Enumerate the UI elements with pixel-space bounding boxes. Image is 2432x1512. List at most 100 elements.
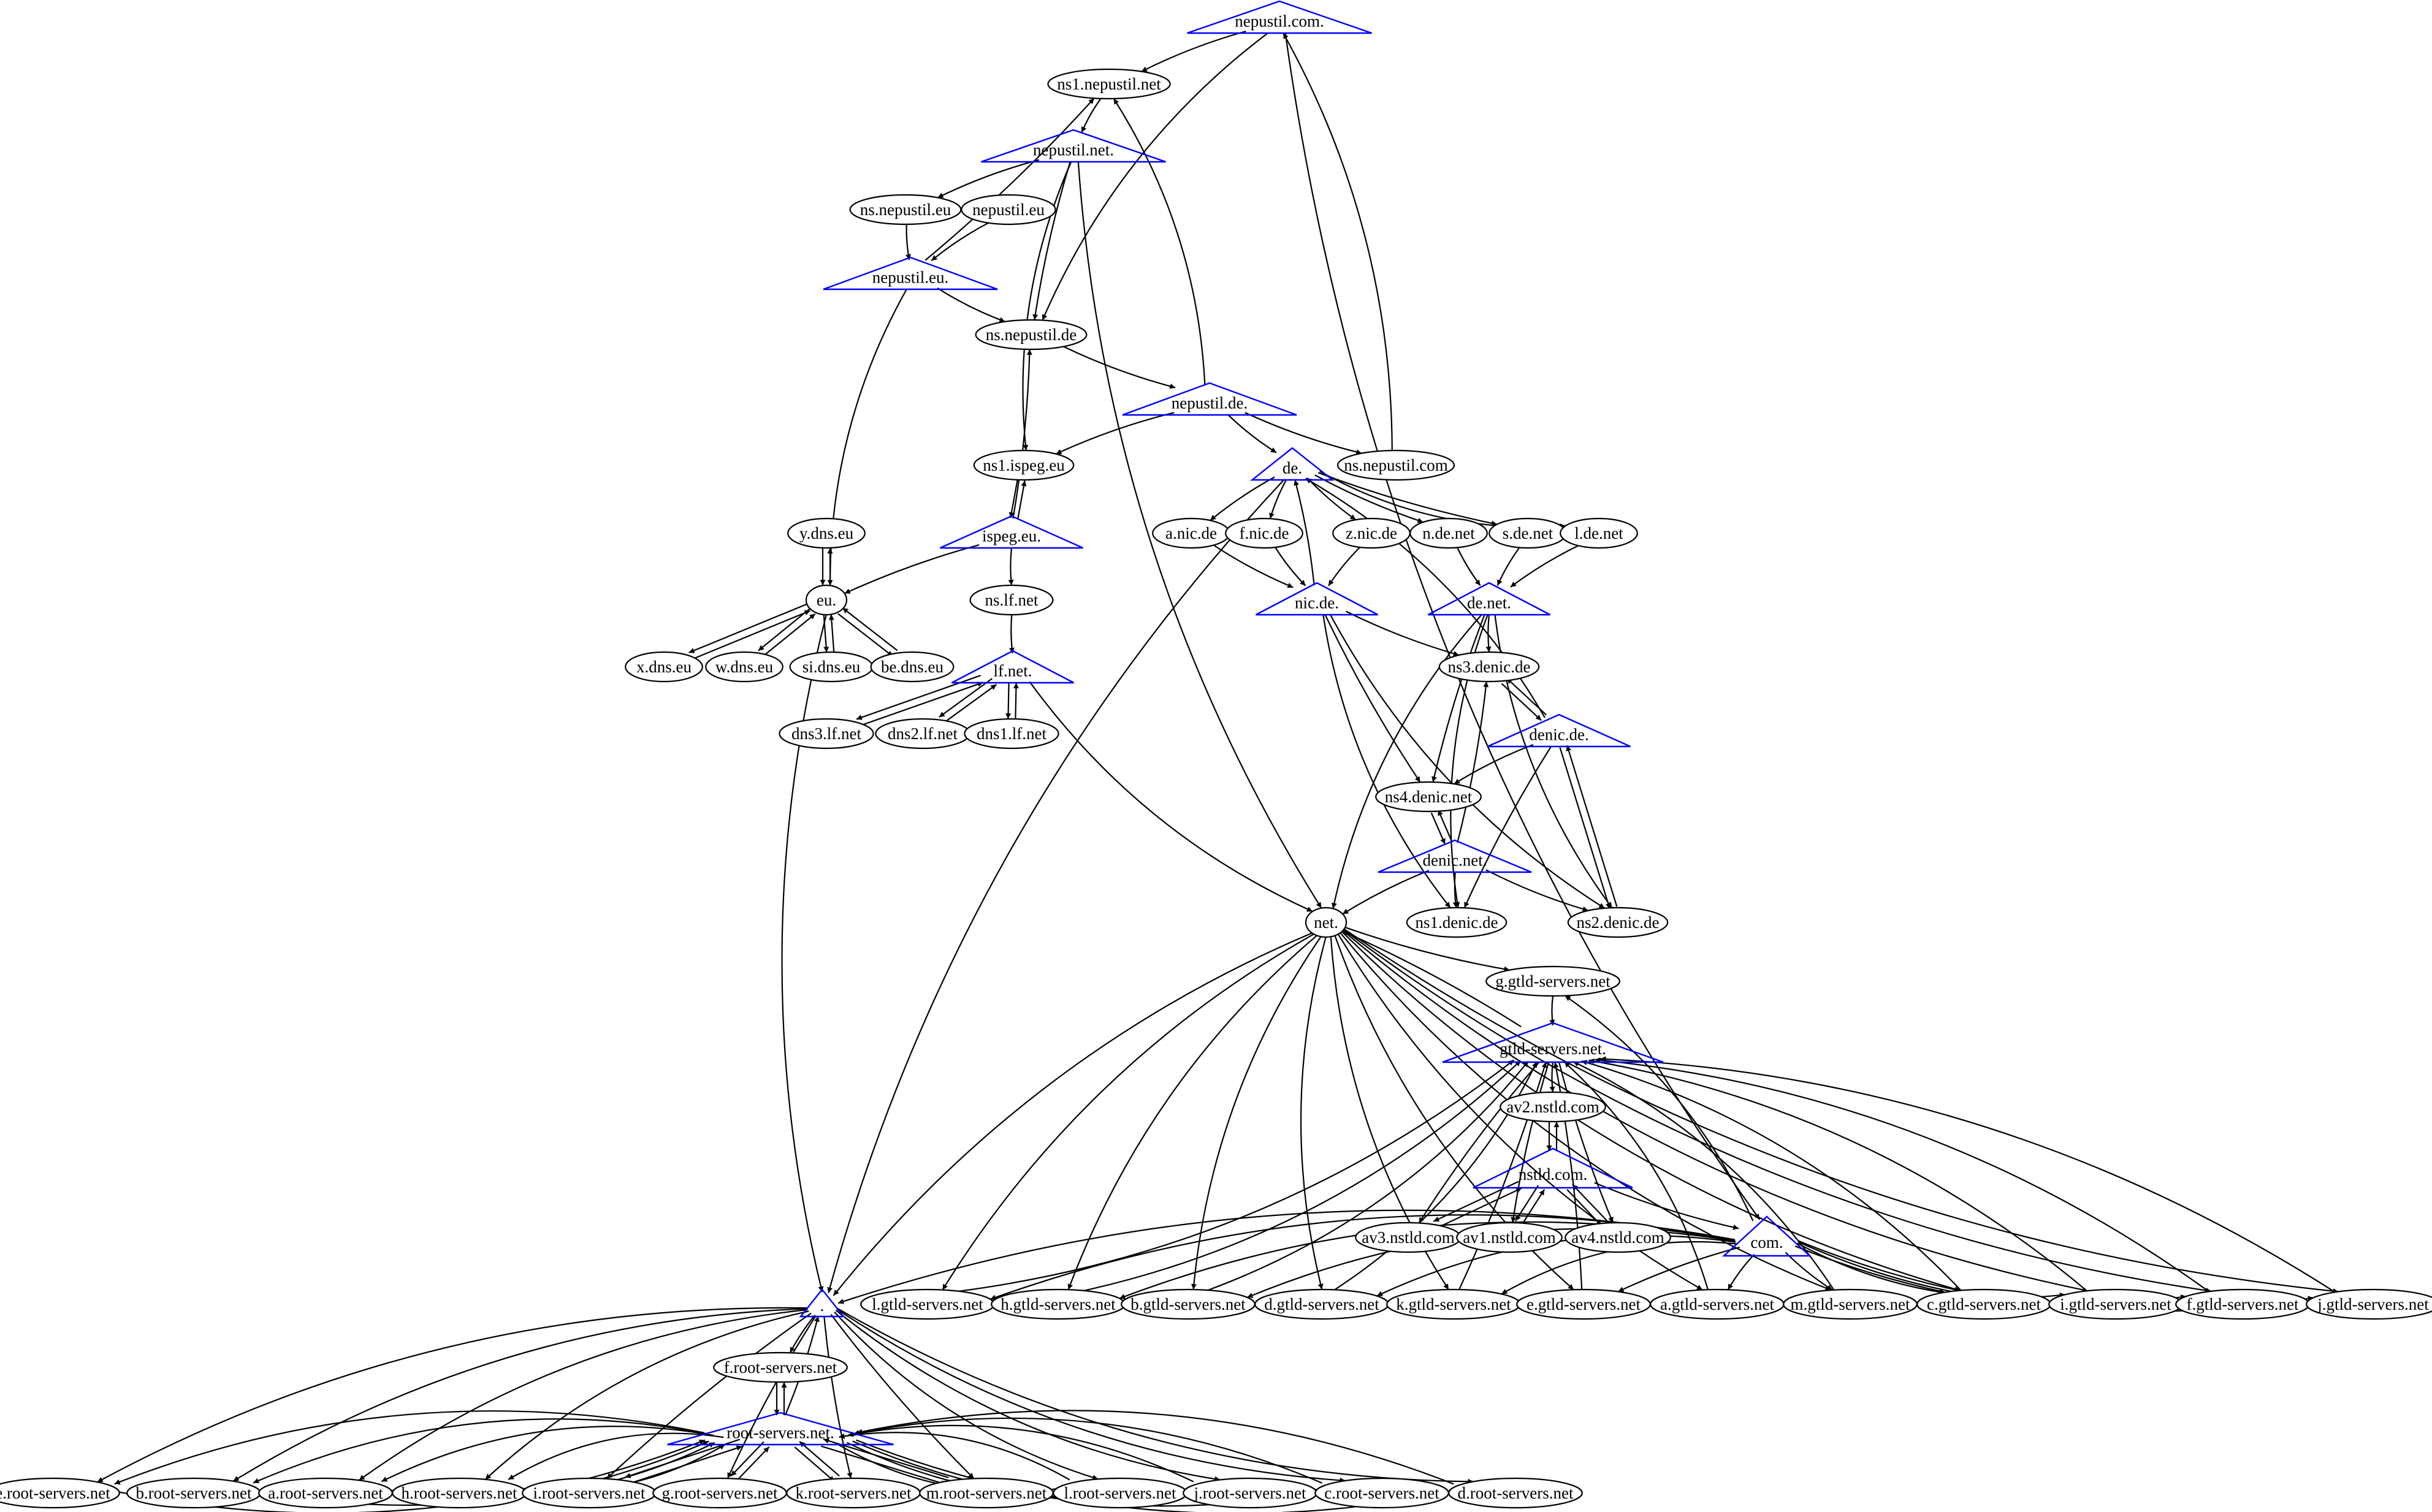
- server-node-av4-nstld-com[interactable]: av4.nstld.com: [1565, 1221, 1671, 1253]
- server-ellipse-shape: [1565, 1221, 1671, 1253]
- edge-n-de-net-to-de-net: [1457, 547, 1481, 587]
- server-node-dns1-lf-net[interactable]: dns1.lf.net: [964, 718, 1059, 750]
- server-node-h-root-servers-net[interactable]: h.root-servers.net: [392, 1477, 527, 1509]
- edge-eu-to-w-dns-eu: [758, 607, 811, 652]
- zone-node-denic-net[interactable]: denic.net.: [1378, 839, 1532, 873]
- zone-node-nic-de[interactable]: nic.de.: [1255, 582, 1379, 616]
- server-node-a-root-servers-net[interactable]: a.root-servers.net: [258, 1477, 393, 1509]
- edge-gtld-servers-net-to-net: [1342, 930, 1522, 1028]
- edge-root-servers-net-to-g-root-servers-net: [730, 1441, 764, 1477]
- server-node-a-gtld-servers-net[interactable]: a.gtld-servers.net: [1650, 1288, 1785, 1320]
- server-node-j-root-servers-net[interactable]: j.root-servers.net: [1183, 1477, 1317, 1509]
- server-node-l-root-servers-net[interactable]: l.root-servers.net: [1053, 1477, 1187, 1509]
- server-node-eu[interactable]: eu.: [805, 584, 848, 616]
- zone-node-root[interactable]: .: [799, 1288, 845, 1318]
- node-label: ns1.ispeg.eu: [983, 456, 1065, 474]
- server-node-y-dns-eu[interactable]: y.dns.eu: [787, 517, 866, 549]
- server-node-e-root-servers-net[interactable]: e.root-servers.net: [0, 1477, 120, 1509]
- server-node-k-gtld-servers-net[interactable]: k.gtld-servers.net: [1386, 1288, 1521, 1320]
- node-label: k.gtld-servers.net: [1396, 1295, 1511, 1313]
- server-node-av2-nstld-com[interactable]: av2.nstld.com: [1500, 1091, 1606, 1123]
- edge-nic-de-to-ns3-denic-de: [1346, 610, 1460, 656]
- zone-node-nstld-com[interactable]: nstld.com.: [1473, 1147, 1633, 1189]
- server-node-f-root-servers-net[interactable]: f.root-servers.net: [713, 1351, 848, 1383]
- server-node-ns-nepustil-de[interactable]: ns.nepustil.de: [975, 319, 1088, 351]
- server-node-x-dns-eu[interactable]: x.dns.eu: [625, 651, 703, 683]
- zone-node-denic-de[interactable]: denic.de.: [1487, 713, 1631, 748]
- server-node-e-gtld-servers-net[interactable]: e.gtld-servers.net: [1516, 1288, 1651, 1320]
- server-node-b-root-servers-net[interactable]: b.root-servers.net: [126, 1477, 261, 1509]
- server-node-w-dns-eu[interactable]: w.dns.eu: [705, 651, 783, 683]
- server-node-ns1-nepustil-net[interactable]: ns1.nepustil.net: [1047, 68, 1171, 100]
- server-node-k-root-servers-net[interactable]: k.root-servers.net: [786, 1477, 921, 1509]
- server-node-be-dns-eu[interactable]: be.dns.eu: [870, 651, 955, 683]
- edge-root-to-j-root-servers-net: [836, 1310, 1221, 1482]
- zone-node-nepustil-eu[interactable]: nepustil.eu.: [823, 256, 998, 291]
- edge-gtld-servers-net-to-av2-nstld-com: [1549, 1062, 1555, 1093]
- edge-si-dns-eu-to-eu: [828, 614, 835, 652]
- server-node-m-root-servers-net[interactable]: m.root-servers.net: [919, 1477, 1054, 1509]
- zone-node-nepustil-com[interactable]: nepustil.com.: [1187, 0, 1372, 34]
- server-node-si-dns-eu[interactable]: si.dns.eu: [789, 651, 874, 683]
- server-node-ns-lf-net[interactable]: ns.lf.net: [969, 584, 1054, 616]
- edge-root-to-b-root-servers-net: [232, 1308, 807, 1482]
- server-node-i-gtld-servers-net[interactable]: i.gtld-servers.net: [2048, 1288, 2183, 1320]
- server-node-ns3-denic-de[interactable]: ns3.denic.de: [1438, 651, 1540, 683]
- edge-root-servers-net-to-k-root-servers-net: [794, 1446, 835, 1483]
- server-node-nepustil-eu[interactable]: nepustil.eu: [961, 194, 1056, 226]
- edge-net-to-root: [833, 932, 1313, 1296]
- server-node-d-gtld-servers-net[interactable]: d.gtld-servers.net: [1254, 1288, 1389, 1320]
- zone-node-nepustil-net[interactable]: nepustil.net.: [981, 129, 1166, 163]
- zone-node-gtld-servers-net[interactable]: gtld-servers.net.: [1442, 1022, 1664, 1063]
- node-label: d.gtld-servers.net: [1264, 1295, 1379, 1313]
- edge-denic-net-to-ns2-denic-de: [1485, 869, 1588, 912]
- server-node-m-gtld-servers-net[interactable]: m.gtld-servers.net: [1783, 1288, 1918, 1320]
- zone-node-de[interactable]: de.: [1250, 447, 1335, 481]
- server-node-l-de-net[interactable]: l.de.net: [1560, 517, 1638, 549]
- server-node-g-gtld-servers-net[interactable]: g.gtld-servers.net: [1485, 965, 1620, 997]
- node-label: denic.de.: [1529, 725, 1588, 743]
- server-node-ns-nepustil-com[interactable]: ns.nepustil.com: [1336, 449, 1455, 481]
- server-node-c-root-servers-net[interactable]: c.root-servers.net: [1314, 1477, 1449, 1509]
- zone-node-root-servers-net[interactable]: root-servers.net.: [667, 1411, 894, 1446]
- server-node-c-gtld-servers-net[interactable]: c.gtld-servers.net: [1916, 1288, 2051, 1320]
- server-node-dns3-lf-net[interactable]: dns3.lf.net: [779, 718, 874, 750]
- server-node-ns1-ispeg-eu[interactable]: ns1.ispeg.eu: [973, 449, 1075, 481]
- edge-nepustil-eu-to-ns-nepustil-de: [937, 287, 1005, 322]
- edge-nepustil-net-to-ns-nepustil-eu: [937, 159, 1040, 199]
- server-node-h-gtld-servers-net[interactable]: h.gtld-servers.net: [991, 1288, 1126, 1320]
- edge-ispeg-eu-to-eu: [844, 544, 980, 595]
- edge-i-root-servers-net-to-root-servers-net: [627, 1445, 742, 1485]
- node-label: ns.nepustil.com: [1344, 456, 1448, 474]
- server-node-s-de-net[interactable]: s.de.net: [1489, 517, 1567, 549]
- server-node-net[interactable]: net.: [1305, 906, 1348, 938]
- server-node-dns2-lf-net[interactable]: dns2.lf.net: [875, 718, 970, 750]
- server-node-g-root-servers-net[interactable]: g.root-servers.net: [652, 1477, 787, 1509]
- server-node-i-root-servers-net[interactable]: i.root-servers.net: [522, 1477, 657, 1509]
- zone-node-nepustil-de[interactable]: nepustil.de.: [1122, 382, 1297, 416]
- edge-root-servers-net-to-m-root-servers-net: [821, 1445, 947, 1486]
- server-node-j-gtld-servers-net[interactable]: j.gtld-servers.net: [2306, 1288, 2432, 1320]
- server-node-b-gtld-servers-net[interactable]: b.gtld-servers.net: [1121, 1288, 1256, 1320]
- zone-node-de-net[interactable]: de.net.: [1427, 582, 1551, 616]
- node-label: f.gtld-servers.net: [2187, 1295, 2299, 1313]
- server-node-ns2-denic-de[interactable]: ns2.denic.de: [1567, 906, 1669, 938]
- server-node-z-nic-de[interactable]: z.nic.de: [1332, 517, 1411, 549]
- server-node-f-nic-de[interactable]: f.nic.de: [1225, 517, 1303, 549]
- server-node-ns-nepustil-eu[interactable]: ns.nepustil.eu: [849, 194, 962, 226]
- server-node-l-gtld-servers-net[interactable]: l.gtld-servers.net: [860, 1288, 995, 1320]
- server-node-ns1-denic-de[interactable]: ns1.denic.de: [1406, 906, 1508, 938]
- edge-nepustil-eu-to-ns1-nepustil-net: [924, 97, 1095, 261]
- server-node-d-root-servers-net[interactable]: d.root-servers.net: [1448, 1477, 1583, 1509]
- server-node-a-nic-de[interactable]: a.nic.de: [1152, 517, 1230, 549]
- edge-de-to-n-de-net: [1314, 474, 1424, 523]
- server-ellipse-shape: [1305, 906, 1348, 938]
- server-node-n-de-net[interactable]: n.de.net: [1409, 517, 1488, 549]
- server-node-f-gtld-servers-net[interactable]: f.gtld-servers.net: [2175, 1288, 2310, 1320]
- server-node-ns4-denic-net[interactable]: ns4.denic.net: [1375, 781, 1482, 813]
- zone-node-com[interactable]: com.: [1721, 1215, 1812, 1257]
- server-node-av3-nstld-com[interactable]: av3.nstld.com: [1355, 1221, 1462, 1253]
- server-node-av1-nstld-com[interactable]: av1.nstld.com: [1456, 1221, 1563, 1253]
- zone-node-lf-net[interactable]: lf.net.: [951, 650, 1075, 684]
- zone-node-ispeg-eu[interactable]: ispeg.eu.: [940, 515, 1083, 549]
